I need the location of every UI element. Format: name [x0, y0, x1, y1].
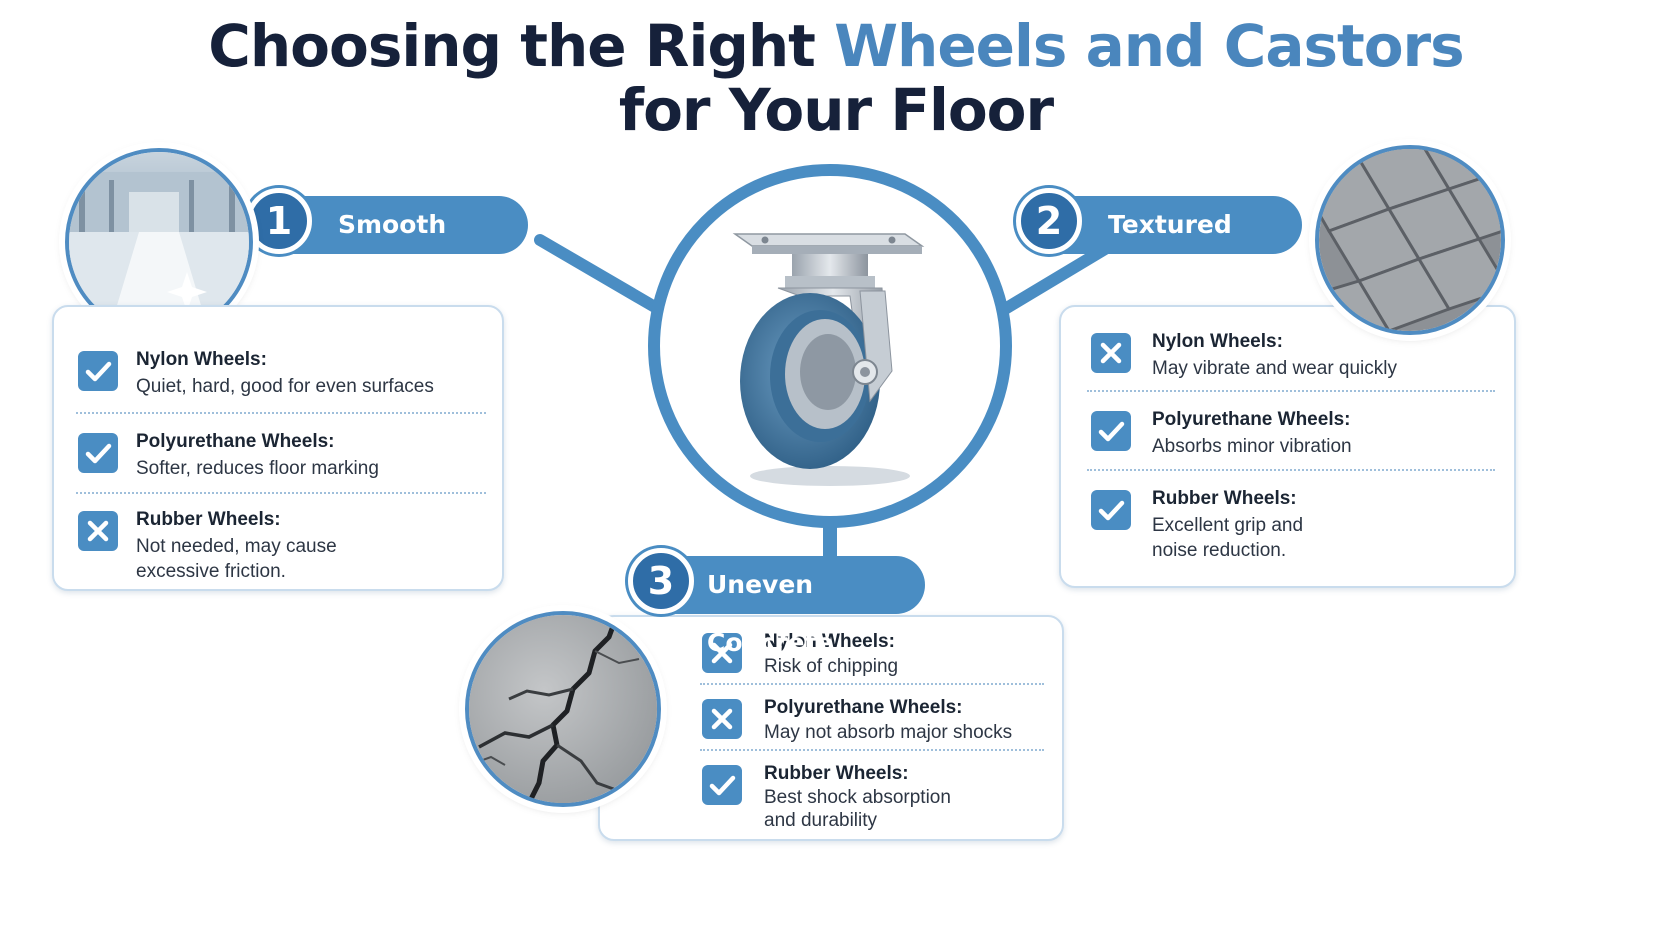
item-desc: Best shock absorption and durability: [764, 787, 951, 831]
section-1-card: Nylon Wheels: Quiet, hard, good for even…: [52, 305, 504, 591]
castor-wheel-icon: [732, 233, 925, 486]
cross-icon: [702, 633, 742, 673]
item-name: Nylon Wheels:: [1152, 331, 1283, 352]
item-desc: Quiet, hard, good for even surfaces: [136, 376, 434, 397]
item-desc: Risk of chipping: [764, 656, 899, 677]
item-desc: Softer, reduces floor marking: [136, 458, 379, 479]
title-line-2: for Your Floor: [618, 76, 1054, 144]
divider: [1087, 469, 1495, 471]
divider: [76, 492, 486, 494]
item-name: Rubber Wheels:: [1152, 488, 1297, 509]
title-line-1: Choosing the Right Wheels and Castors: [0, 14, 1672, 78]
item-name: Polyurethane Wheels:: [136, 431, 335, 452]
check-icon: [1091, 490, 1131, 530]
section-1-label: Smooth Epoxy: [338, 210, 447, 297]
divider: [76, 412, 486, 414]
page-title: Choosing the Right Wheels and Castors fo…: [0, 14, 1672, 142]
item-name: Rubber Wheels:: [136, 509, 281, 530]
title-accent: Wheels and Castors: [834, 12, 1465, 80]
item-desc: Excellent grip and noise reduction.: [1152, 515, 1304, 561]
item-name: Nylon Wheels:: [764, 631, 895, 652]
check-icon: [1091, 411, 1131, 451]
divider: [1087, 390, 1495, 392]
section-3-label: Uneven Concrete: [707, 570, 834, 657]
title-plain: Choosing the Right: [208, 12, 835, 80]
section-1-number-badge: 1: [246, 188, 312, 254]
check-icon: [78, 351, 118, 391]
item-name: Nylon Wheels:: [136, 349, 267, 370]
tile-floor-photo: [1315, 145, 1505, 335]
divider: [700, 683, 1044, 685]
center-castor-circle: [648, 164, 1012, 528]
check-icon: [78, 433, 118, 473]
check-icon: [702, 765, 742, 805]
cross-icon: [78, 511, 118, 551]
item-desc: May vibrate and wear quickly: [1152, 358, 1397, 379]
section-2-card: Nylon Wheels: May vibrate and wear quick…: [1059, 305, 1516, 588]
item-name: Polyurethane Wheels:: [1152, 409, 1351, 430]
cross-icon: [702, 699, 742, 739]
item-name: Rubber Wheels:: [764, 763, 909, 784]
item-desc: Not needed, may cause excessive friction…: [136, 536, 337, 582]
section-2-number-badge: 2: [1016, 188, 1082, 254]
item-desc: May not absorb major shocks: [764, 722, 1013, 743]
item-name: Polyurethane Wheels:: [764, 697, 963, 718]
section-3-number-badge: 3: [628, 548, 694, 614]
divider: [700, 749, 1044, 751]
cracked-concrete-photo: [465, 611, 661, 807]
section-3-card: Nylon Wheels: Risk of chipping Polyureth…: [598, 615, 1064, 841]
cross-icon: [1091, 333, 1131, 373]
section-2-label: Textured Tiles: [1108, 210, 1232, 297]
item-desc: Absorbs minor vibration: [1152, 436, 1352, 457]
